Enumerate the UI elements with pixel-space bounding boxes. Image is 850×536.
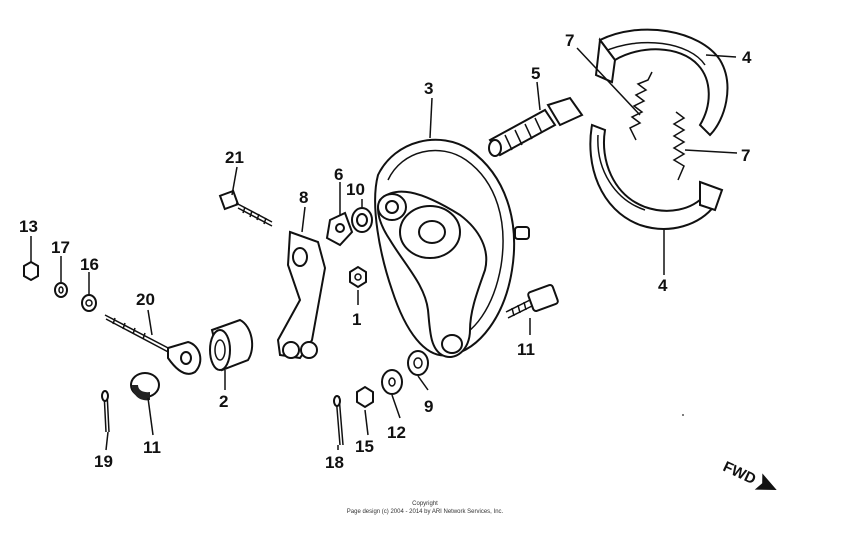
callout-16: 16 [80,255,99,274]
fwd-direction-arrow: FWD [720,458,777,490]
callout-15: 15 [355,437,374,456]
callout-3: 3 [424,79,433,98]
callout-13: 11 [517,340,535,359]
copyright-line-1: Copyright [412,501,438,507]
callout-14: 13 [19,217,38,236]
callout-20: 20 [136,290,155,309]
callout-4-lower: 4 [658,276,668,295]
shoe-spring-right [672,111,686,181]
brake-arm [276,230,327,360]
washer-17 [54,282,68,298]
leader-lines [30,47,738,451]
collar [209,318,254,372]
brake-shoe-lower [589,123,724,230]
brake-rod [104,314,202,375]
copyright-line-2: Page design (c) 2004 - 2014 by ARI Netwo… [346,509,504,515]
callout-19: 19 [94,452,113,471]
bolt-21 [218,189,273,227]
brake-panel [374,138,530,358]
pin-19 [101,390,110,433]
callout-21: 21 [225,148,244,167]
copyright-footer: Copyright Page design (c) 2004 - 2014 by… [0,500,850,516]
callout-8: 8 [299,188,308,207]
fwd-label: FWD [720,458,758,488]
washer-12 [381,369,403,395]
callout-17: 17 [51,238,70,257]
nut-15 [356,385,374,409]
callout-4-upper: 4 [742,48,752,67]
callout-6: 6 [334,165,343,184]
wear-indicator-plate [325,211,354,247]
callout-1: 1 [352,310,361,329]
washer-16 [81,294,97,312]
brake-cam [488,96,584,157]
callout-2: 2 [219,392,228,411]
callout-7-upper: 7 [565,31,574,50]
callout-labels: 3 5 7 4 7 4 21 8 6 10 1 11 9 12 15 18 13… [19,31,752,472]
nut-14 [23,260,39,282]
callout-9: 9 [424,397,433,416]
adjusting-nut [130,372,160,401]
callout-12: 12 [387,423,406,442]
callout-5: 5 [531,64,540,83]
cotter-pin-18 [333,395,344,446]
arrow-head-icon [754,473,777,490]
callout-18: 18 [325,453,344,472]
washer-9 [407,350,429,376]
bolt-13 [505,284,559,319]
dust-seal [351,207,373,233]
shoe-spring-left [628,71,653,141]
stray-dot [682,414,684,416]
callout-11: 11 [143,438,161,457]
brake-shoe-upper [594,28,729,137]
callout-7-lower: 7 [741,146,750,165]
nut-1 [349,265,367,289]
callout-10: 10 [346,180,365,199]
